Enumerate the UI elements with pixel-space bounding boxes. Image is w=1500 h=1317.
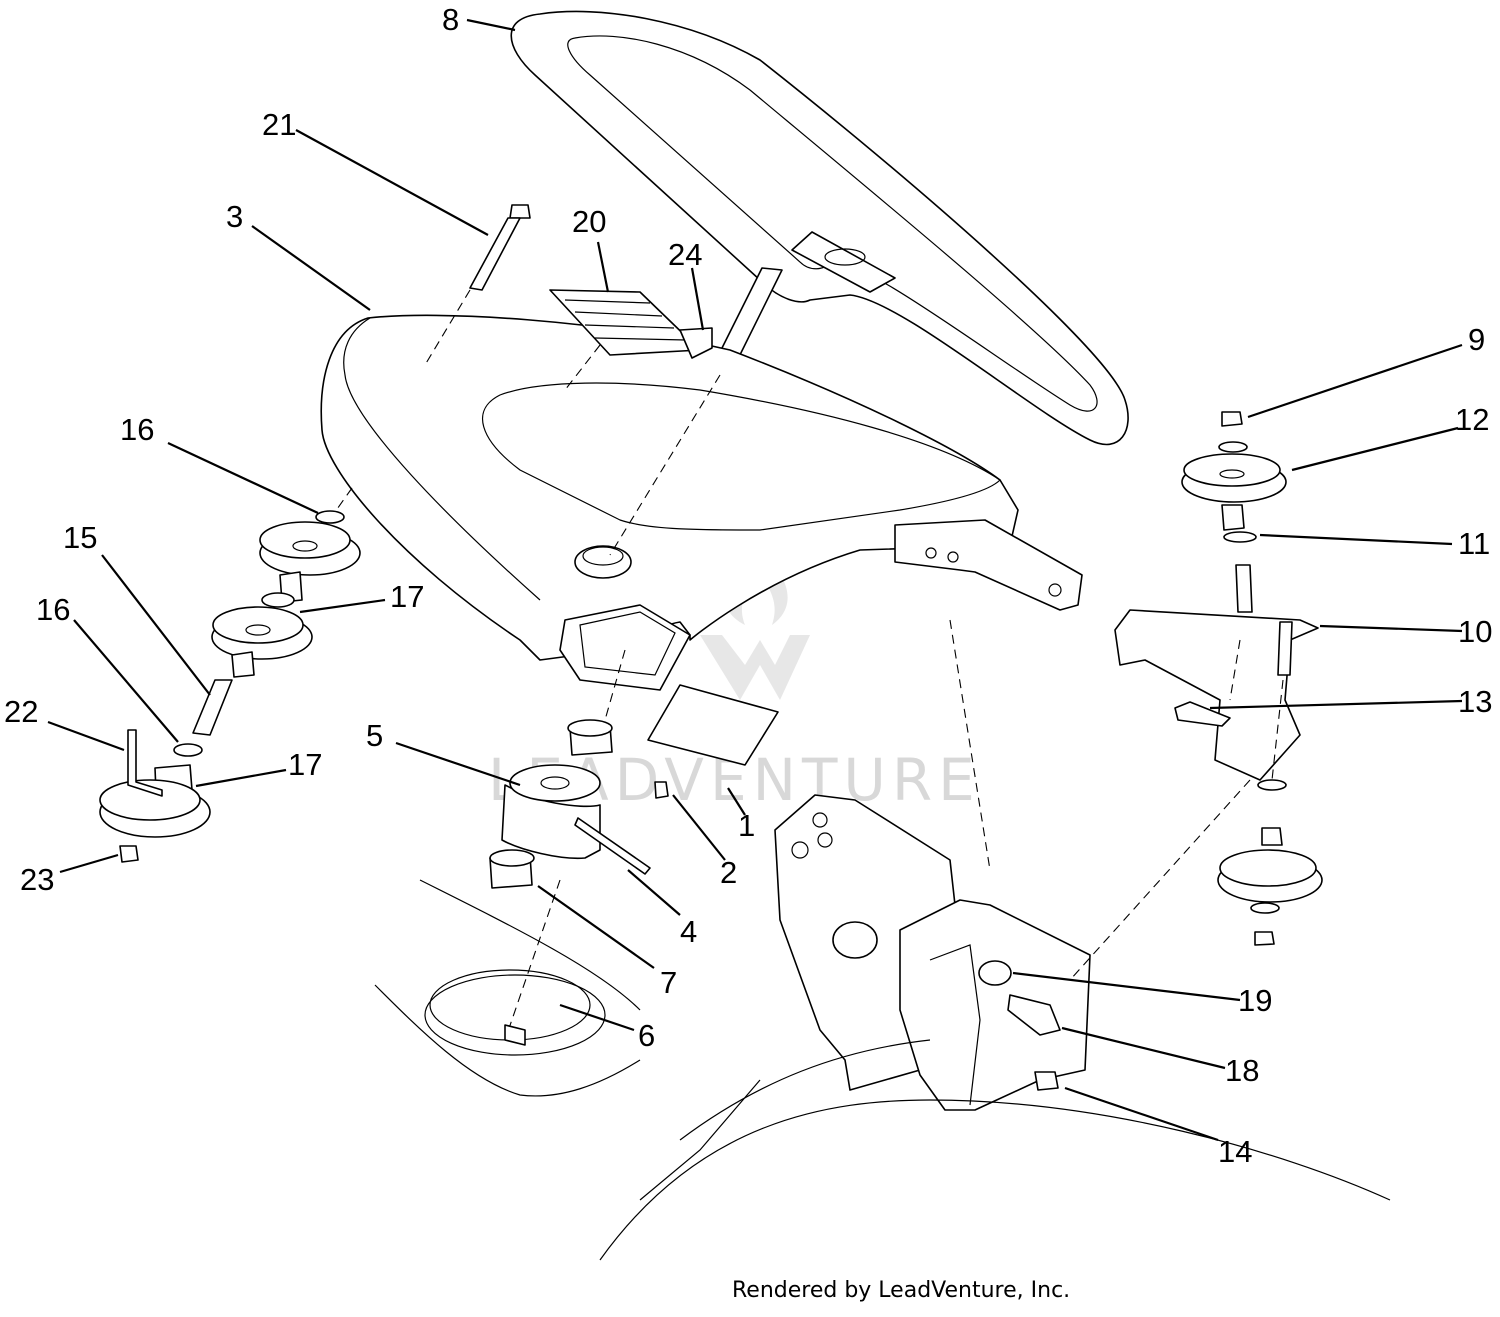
callout-1: 1 (738, 808, 755, 843)
callout-numbers: 8 21 3 20 24 9 12 16 11 15 17 16 10 22 1… (4, 2, 1492, 1169)
callout-18: 18 (1225, 1053, 1259, 1088)
callout-20: 20 (572, 204, 606, 239)
callout-22: 22 (4, 694, 38, 729)
callout-14: 14 (1218, 1134, 1252, 1169)
callout-10: 10 (1458, 614, 1492, 649)
render-credit: Rendered by LeadVenture, Inc. (732, 1278, 1071, 1303)
callout-19: 19 (1238, 983, 1272, 1018)
callout-24: 24 (668, 237, 702, 272)
left-pulley-stack (99, 487, 361, 863)
bolt-21 (424, 204, 531, 366)
steering-tower-cover (320, 314, 1083, 691)
callout-17b: 17 (288, 747, 322, 782)
center-column-parts (424, 649, 779, 1056)
callout-5: 5 (366, 718, 383, 753)
callout-9: 9 (1468, 322, 1485, 357)
right-pulley-stack (1114, 411, 1323, 946)
callout-7: 7 (660, 965, 677, 1000)
callout-13: 13 (1458, 684, 1492, 719)
callout-8: 8 (442, 2, 459, 37)
callout-15: 15 (63, 520, 97, 555)
leader-lines (47, 18, 1463, 1142)
callout-3: 3 (226, 199, 243, 234)
callout-16a: 16 (120, 412, 154, 447)
callout-16b: 16 (36, 592, 70, 627)
frame-mount (374, 619, 1391, 1261)
callout-2: 2 (720, 855, 737, 890)
callout-17a: 17 (390, 579, 424, 614)
callout-12: 12 (1455, 402, 1489, 437)
decal-24 (679, 327, 713, 359)
callout-21: 21 (262, 107, 296, 142)
callout-11: 11 (1458, 526, 1490, 561)
callout-23: 23 (20, 862, 54, 897)
callout-4: 4 (680, 914, 697, 949)
hidden-line-shaft (609, 374, 721, 556)
callout-6: 6 (638, 1018, 655, 1053)
